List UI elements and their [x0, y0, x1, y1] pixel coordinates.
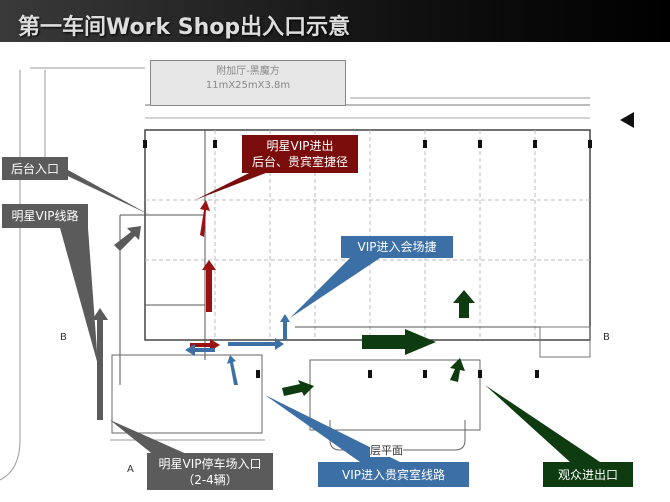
label-text: （2-4辆） — [182, 472, 238, 487]
label-backstage-entrance: 后台入口 — [2, 157, 68, 180]
section-mark-b-right: B — [603, 332, 610, 343]
title-bar: 第一车间Work Shop出入口示意 — [0, 0, 670, 42]
label-text: 后台入口 — [10, 161, 59, 176]
slide-title: 第一车间Work Shop出入口示意 — [18, 15, 351, 40]
label-vip-venue-shortcut: VIP进入会场捷 — [341, 236, 453, 258]
plan-name: 层平面 — [370, 444, 403, 457]
label-text: VIP进入贵宾室线路 — [342, 467, 445, 482]
label-text: 明星VIP线路 — [11, 209, 79, 223]
label-text: 明星VIP停车场入口 — [158, 456, 262, 471]
annex-size: 11mX25mX3.8m — [205, 80, 291, 91]
label-text: 后台、贵宾室捷径 — [251, 155, 348, 169]
route-arrows — [92, 200, 475, 420]
label-vip-lounge-route: VIP进入贵宾室线路 — [318, 462, 469, 487]
label-text: 观众进出口 — [557, 467, 618, 482]
label-star-vip-shortcut: 明星VIP进出 后台、贵宾室捷径 — [242, 135, 358, 173]
north-arrow-icon — [620, 112, 634, 128]
label-text: 明星VIP进出 — [266, 139, 334, 153]
section-mark-a: A — [127, 464, 134, 475]
section-mark-b-left: B — [60, 332, 67, 343]
annex-name: 附加厅-黑魔方 — [216, 66, 280, 77]
label-star-vip-parking: 明星VIP停车场入口 （2-4辆） — [147, 453, 273, 490]
label-star-vip-route: 明星VIP线路 — [2, 204, 88, 228]
label-audience-entrance: 观众进出口 — [543, 462, 633, 487]
callout-pointers — [55, 160, 600, 462]
annex-hall: 附加厅-黑魔方 11mX25mX3.8m — [150, 60, 346, 106]
label-text: VIP进入会场捷 — [357, 240, 437, 254]
